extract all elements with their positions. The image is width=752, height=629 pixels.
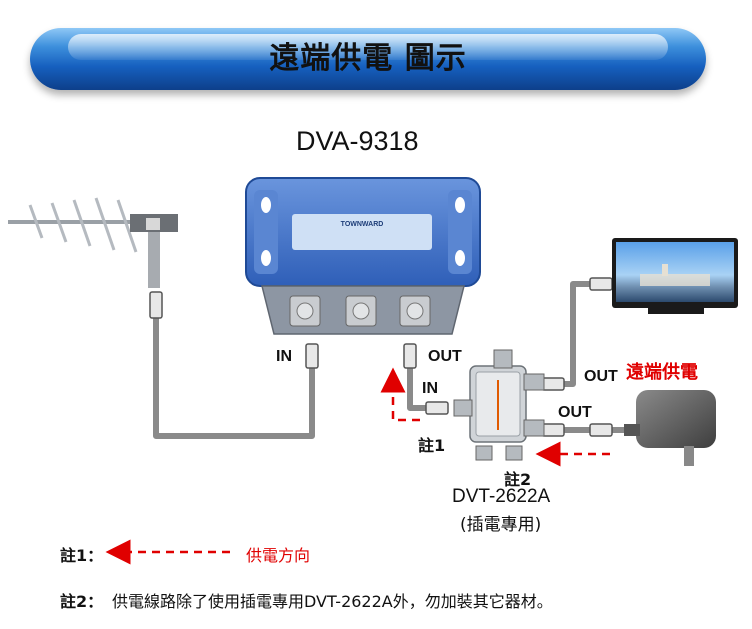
- amp-out-label: OUT: [428, 348, 462, 365]
- amplifier-device: TOWNWARD: [245, 177, 481, 335]
- note1-label: 註1：: [60, 546, 104, 565]
- note1-marker: 註1: [418, 436, 446, 455]
- amp-in-label: IN: [276, 348, 292, 365]
- splitter-out-power-label: OUT: [558, 404, 592, 421]
- power-adapter-icon: [624, 390, 716, 466]
- device-brand: TOWNWARD: [341, 221, 384, 228]
- note2-marker: 註2: [504, 470, 532, 489]
- note2-label: 註2：: [60, 592, 104, 611]
- splitter-model-label: DVT-2622A: [452, 486, 551, 507]
- power-direction-arrows: [105, 367, 610, 565]
- f-connectors: [149, 277, 613, 437]
- splitter-device: [453, 349, 545, 461]
- antenna: [8, 197, 178, 288]
- note2-text: 供電線路除了使用插電專用DVT-2622A外，勿加裝其它器材。: [112, 592, 553, 611]
- banner-gloss: [68, 34, 668, 60]
- remote-power-label: 遠端供電: [626, 362, 698, 383]
- splitter-desc-label: (插電專用): [460, 515, 542, 535]
- device-model-label: DVA-9318: [296, 126, 419, 156]
- title-banner: 遠端供電 圖示: [30, 28, 706, 90]
- banner-title: 遠端供電 圖示: [269, 41, 467, 76]
- splitter-in-label: IN: [422, 380, 438, 397]
- note1-text: 供電方向: [246, 546, 311, 565]
- tv-icon: [612, 238, 738, 314]
- splitter-out-tv-label: OUT: [584, 368, 618, 385]
